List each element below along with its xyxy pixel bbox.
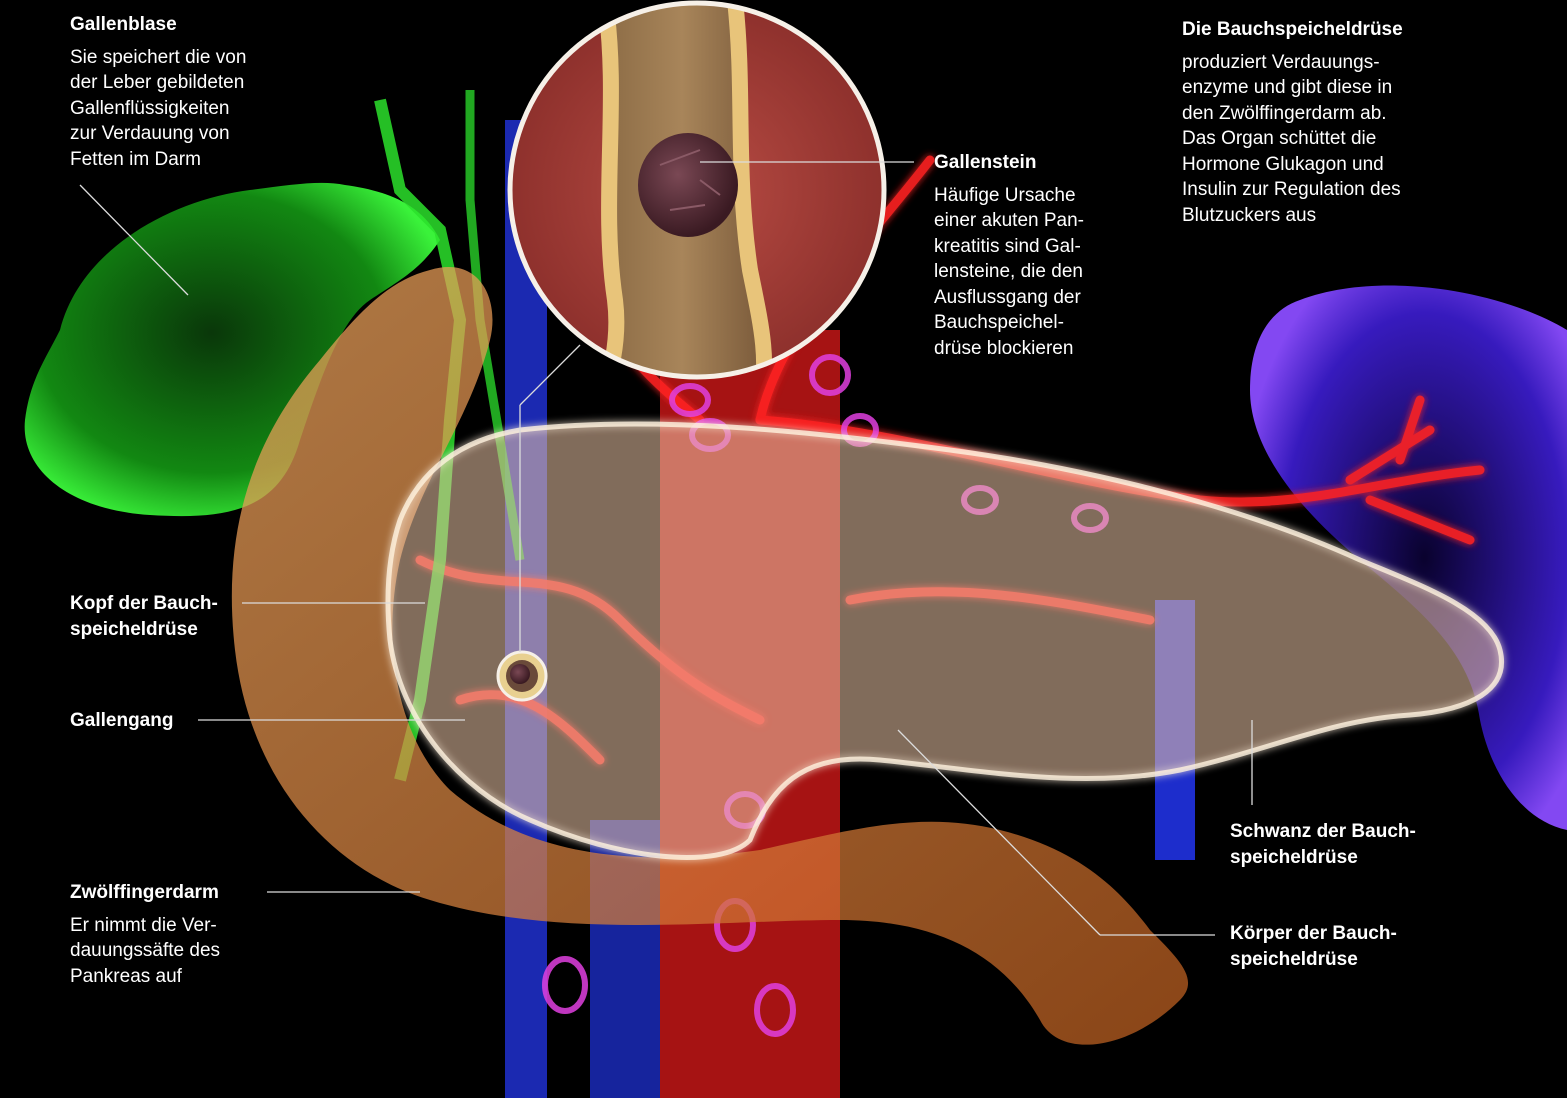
pancreas-body-label: Körper der Bauch- speicheldrüse [1230, 921, 1397, 972]
gallstone-title: Gallenstein [934, 150, 1084, 176]
bile-duct-label: Gallengang [70, 708, 173, 734]
gallbladder-text: Sie speichert die von der Leber gebildet… [70, 45, 246, 173]
bile-duct-title: Gallengang [70, 708, 173, 734]
duodenum-title: Zwölffingerdarm [70, 880, 220, 906]
pancreas-tail-title: Schwanz der Bauch- speicheldrüse [1230, 819, 1416, 870]
gallbladder-title: Gallenblase [70, 12, 246, 38]
gallstone-label: Gallenstein Häufige Ursache einer akuten… [934, 150, 1084, 361]
gallstone-marker [498, 652, 546, 700]
pancreas-head-title: Kopf der Bauch- speicheldrüse [70, 591, 218, 642]
duodenum-text: Er nimmt die Ver- dauungssäfte des Pankr… [70, 913, 220, 990]
pancreas-tail-label: Schwanz der Bauch- speicheldrüse [1230, 819, 1416, 870]
gallstone-text: Häufige Ursache einer akuten Pan- kreati… [934, 183, 1084, 362]
pancreas-info-label: Die Bauchspeicheldrüse produziert Verdau… [1182, 17, 1403, 228]
gallbladder-label: Gallenblase Sie speichert die von der Le… [70, 12, 246, 172]
pancreas-head-label: Kopf der Bauch- speicheldrüse [70, 591, 218, 642]
pancreas-body-title: Körper der Bauch- speicheldrüse [1230, 921, 1397, 972]
pancreas-info-title: Die Bauchspeicheldrüse [1182, 17, 1403, 43]
duodenum-label: Zwölffingerdarm Er nimmt die Ver- dauung… [70, 880, 220, 989]
pancreas-info-text: produziert Verdauungs- enzyme und gibt d… [1182, 50, 1403, 229]
gallstone [638, 133, 738, 237]
